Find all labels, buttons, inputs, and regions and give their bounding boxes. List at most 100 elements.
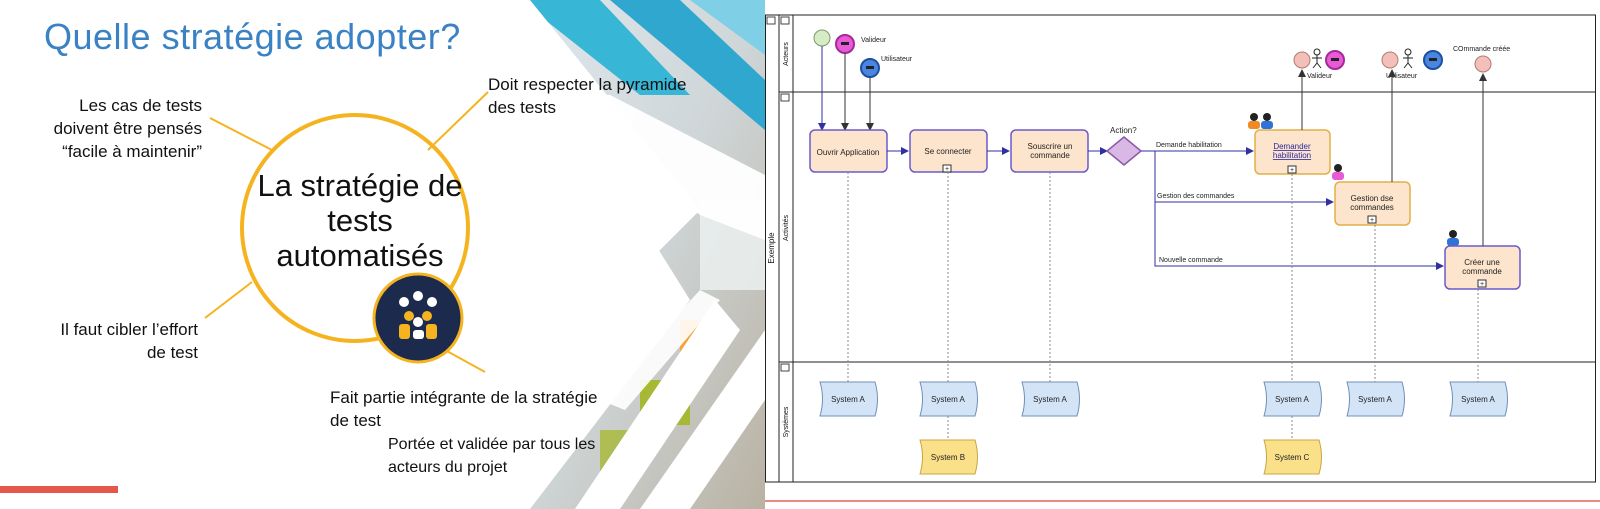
task-gestion-label-2: commandes — [1350, 203, 1394, 212]
subprocess-marker-4 — [1477, 279, 1487, 288]
flow-label-demande: Demande habilitation — [1156, 142, 1222, 149]
bottom-right-line-1: Fait partie intégrante de la stratégie — [330, 388, 598, 407]
lane-label-actors: Acteurs — [783, 42, 790, 66]
task-demander-label-2[interactable]: habilitation — [1273, 151, 1311, 160]
white-stripe-5 — [600, 290, 720, 410]
white-chevron-2 — [560, 95, 765, 240]
valideur-minus-icon — [841, 42, 849, 45]
lane-label-systems: Systèmes — [783, 406, 790, 437]
page-title: Quelle stratégie adopter? — [44, 16, 461, 57]
system-a-6-label: System A — [1461, 395, 1495, 404]
gateway-action[interactable] — [1105, 136, 1143, 166]
top-left-line-1: Les cas de tests — [79, 96, 202, 115]
connector-top-right — [427, 91, 489, 151]
strategy-circle — [240, 113, 470, 343]
white-stripe-4 — [640, 330, 765, 509]
top-right-line-1: Doit respecter la pyramide — [488, 75, 687, 94]
system-c-label: System C — [1275, 453, 1310, 462]
system-a-3[interactable]: System A — [1021, 381, 1080, 417]
subprocess-glyph-2: + — [1290, 167, 1294, 174]
flow-nouvelle-commande — [1154, 202, 1444, 270]
system-a-4[interactable]: System A — [1263, 381, 1322, 417]
utilisateur-minus-icon — [866, 66, 874, 69]
blue-stripe-3 — [690, 0, 765, 55]
person-blue-icon — [1447, 230, 1459, 246]
start-event-actor — [813, 29, 831, 47]
subprocess-glyph-1: + — [945, 166, 949, 173]
system-b-label: System B — [931, 453, 965, 462]
pool-toggle[interactable] — [766, 16, 776, 25]
end-event-commande — [1474, 55, 1492, 73]
team-icon — [399, 291, 437, 339]
end-event-utilisateur — [1381, 51, 1399, 69]
task-ouvrir-label: Ouvrir Application — [817, 148, 880, 157]
system-c[interactable]: System C — [1263, 439, 1322, 475]
connector-bottom-right — [444, 349, 486, 373]
actor-utilisateur2-label: Utilisateur — [1386, 73, 1418, 80]
top-right-note: Doit respecter la pyramide des tests — [488, 73, 748, 119]
system-a-5-label: System A — [1358, 395, 1392, 404]
task-gestion-commandes[interactable]: Gestion dse commandes + — [1334, 181, 1411, 226]
system-a-2-label: System A — [931, 395, 965, 404]
bpmn-diagram-panel: Exemple Acteurs Activités Systèmes Valid… — [765, 0, 1600, 509]
system-a-2[interactable]: System A — [919, 381, 978, 417]
task-demander-habilitation[interactable]: Demander habilitation + — [1254, 129, 1331, 175]
top-left-note: Les cas de tests doivent être pensés “fa… — [20, 94, 202, 163]
subprocess-glyph-3: + — [1370, 217, 1374, 224]
subprocess-marker-3 — [1367, 215, 1377, 224]
task-creer-label-1: Créer une — [1464, 258, 1500, 267]
connector-top-left — [209, 117, 273, 151]
system-a-1[interactable]: System A — [819, 381, 878, 417]
task-se-connecter[interactable]: Se connecter + — [909, 129, 988, 173]
system-a-6[interactable]: System A — [1449, 381, 1508, 417]
subprocess-glyph-4: + — [1480, 281, 1484, 288]
flow-label-nouvelle: Nouvelle commande — [1159, 257, 1223, 264]
task-connecter-label: Se connecter — [924, 147, 971, 156]
white-stripe-3 — [575, 300, 740, 509]
team-orange-blue-icon — [1248, 113, 1273, 129]
bottom-right-note: Fait partie intégrante de la stratégie d… — [330, 386, 660, 432]
strategy-slide: Quelle stratégie adopter? Les cas de tes… — [0, 0, 765, 509]
bottom-left-line-2: de test — [146, 343, 198, 362]
white-chevron-1 — [500, 0, 700, 270]
utilisateur-stick-figure-icon — [1403, 48, 1413, 69]
utilisateur-role-minus-icon — [1429, 58, 1437, 61]
actor-valideur2-label: Valideur — [1307, 73, 1333, 80]
commande-creee-label: COmmande créée — [1453, 46, 1510, 53]
lane-toggle-1[interactable] — [780, 16, 790, 25]
subprocess-marker-1 — [942, 164, 952, 173]
blue-stripe-2 — [610, 0, 765, 130]
top-left-line-3: “facile à maintenir” — [62, 142, 202, 161]
connector-bottom-left — [204, 281, 253, 319]
lane-label-activities: Activités — [783, 214, 790, 241]
system-a-4-label: System A — [1275, 395, 1309, 404]
bottom-accent-line — [765, 500, 1600, 502]
center-line-2: tests — [327, 203, 393, 238]
task-creer-label-2: commande — [1462, 267, 1502, 276]
actor-utilisateur-label: Utilisateur — [881, 56, 913, 63]
center-line-1: La stratégie de — [257, 168, 463, 203]
system-a-5[interactable]: System A — [1346, 381, 1405, 417]
slide-background-graphics — [204, 0, 765, 509]
bottom-right-line-2: de test — [330, 411, 382, 430]
actor-valideur-label: Valideur — [861, 37, 887, 44]
bpmn-diagram: Exemple Acteurs Activités Systèmes Valid… — [765, 14, 1596, 483]
system-a-3-label: System A — [1033, 395, 1067, 404]
gateway-label: Action? — [1110, 126, 1137, 135]
task-ouvrir-application[interactable]: Ouvrir Application — [809, 129, 888, 173]
lane-toggle-3[interactable] — [780, 363, 790, 372]
lane-toggle-2[interactable] — [780, 93, 790, 102]
top-right-line-2: des tests — [488, 98, 557, 117]
flow-label-gestion: Gestion des commandes — [1157, 193, 1235, 200]
subprocess-marker-2 — [1287, 165, 1297, 174]
sub-note: Portée et validée par tous les acteurs d… — [388, 433, 648, 479]
center-heading: La stratégie de tests automatisés — [240, 168, 480, 273]
task-souscrire-commande[interactable]: Souscrire un commande — [1010, 129, 1089, 173]
bottom-left-line-1: Il faut cibler l’effort — [60, 320, 198, 339]
system-b[interactable]: System B — [919, 439, 978, 475]
pool-label: Exemple — [767, 232, 776, 264]
task-demander-label-1[interactable]: Demander — [1273, 142, 1311, 151]
valideur-role-minus-icon — [1331, 58, 1339, 61]
system-associations — [847, 172, 1479, 440]
task-creer-commande[interactable]: Créer une commande + — [1444, 245, 1521, 290]
